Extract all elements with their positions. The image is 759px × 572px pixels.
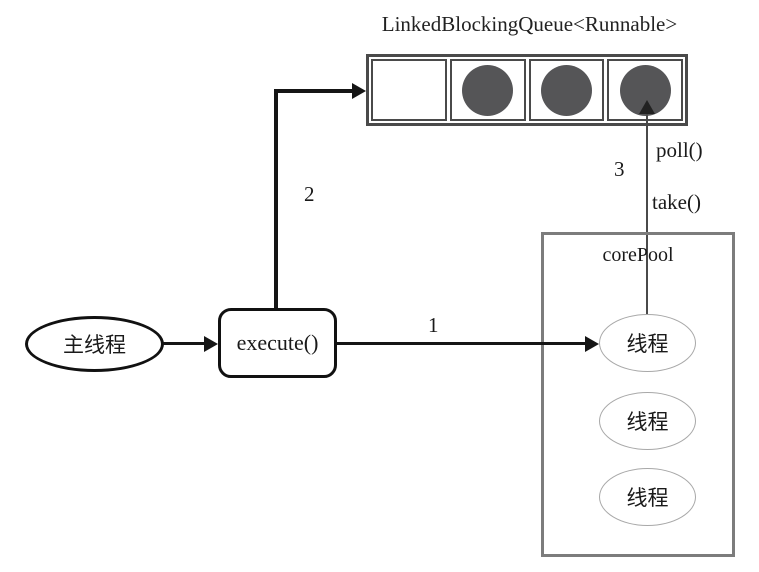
thread-ellipse: 线程 — [599, 392, 696, 450]
edge-2-horizontal-line — [274, 89, 354, 93]
main-to-execute-line — [163, 342, 205, 345]
edge-3-arrowhead-icon — [639, 100, 655, 114]
queue-cell — [371, 59, 447, 121]
poll-method-label: poll() — [656, 138, 703, 162]
edge-1-line — [337, 342, 587, 345]
queue-cell — [449, 59, 526, 121]
edge-1-label: 1 — [428, 313, 439, 337]
queue-cell — [528, 59, 605, 121]
edge-1-arrowhead-icon — [585, 336, 599, 352]
thread-ellipse: 线程 — [599, 468, 696, 526]
core-pool-label: corePool — [602, 244, 674, 266]
core-pool-box — [541, 232, 735, 557]
edge-2-arrowhead-icon — [352, 83, 366, 99]
thread-ellipse: 线程 — [599, 314, 696, 372]
queue-title: LinkedBlockingQueue<Runnable> — [381, 12, 678, 36]
take-method-label: take() — [652, 190, 701, 214]
execute-box: execute() — [218, 308, 337, 378]
edge-2-vertical-line — [274, 92, 278, 310]
main-thread-ellipse: 主线程 — [25, 316, 164, 372]
edge-3-label: 3 — [614, 157, 625, 181]
edge-2-label: 2 — [304, 182, 315, 206]
task-circle — [462, 64, 514, 116]
linked-blocking-queue — [366, 54, 688, 126]
edge-3-vertical-line — [646, 110, 648, 314]
task-circle — [540, 64, 592, 116]
main-to-execute-arrowhead-icon — [204, 336, 218, 352]
